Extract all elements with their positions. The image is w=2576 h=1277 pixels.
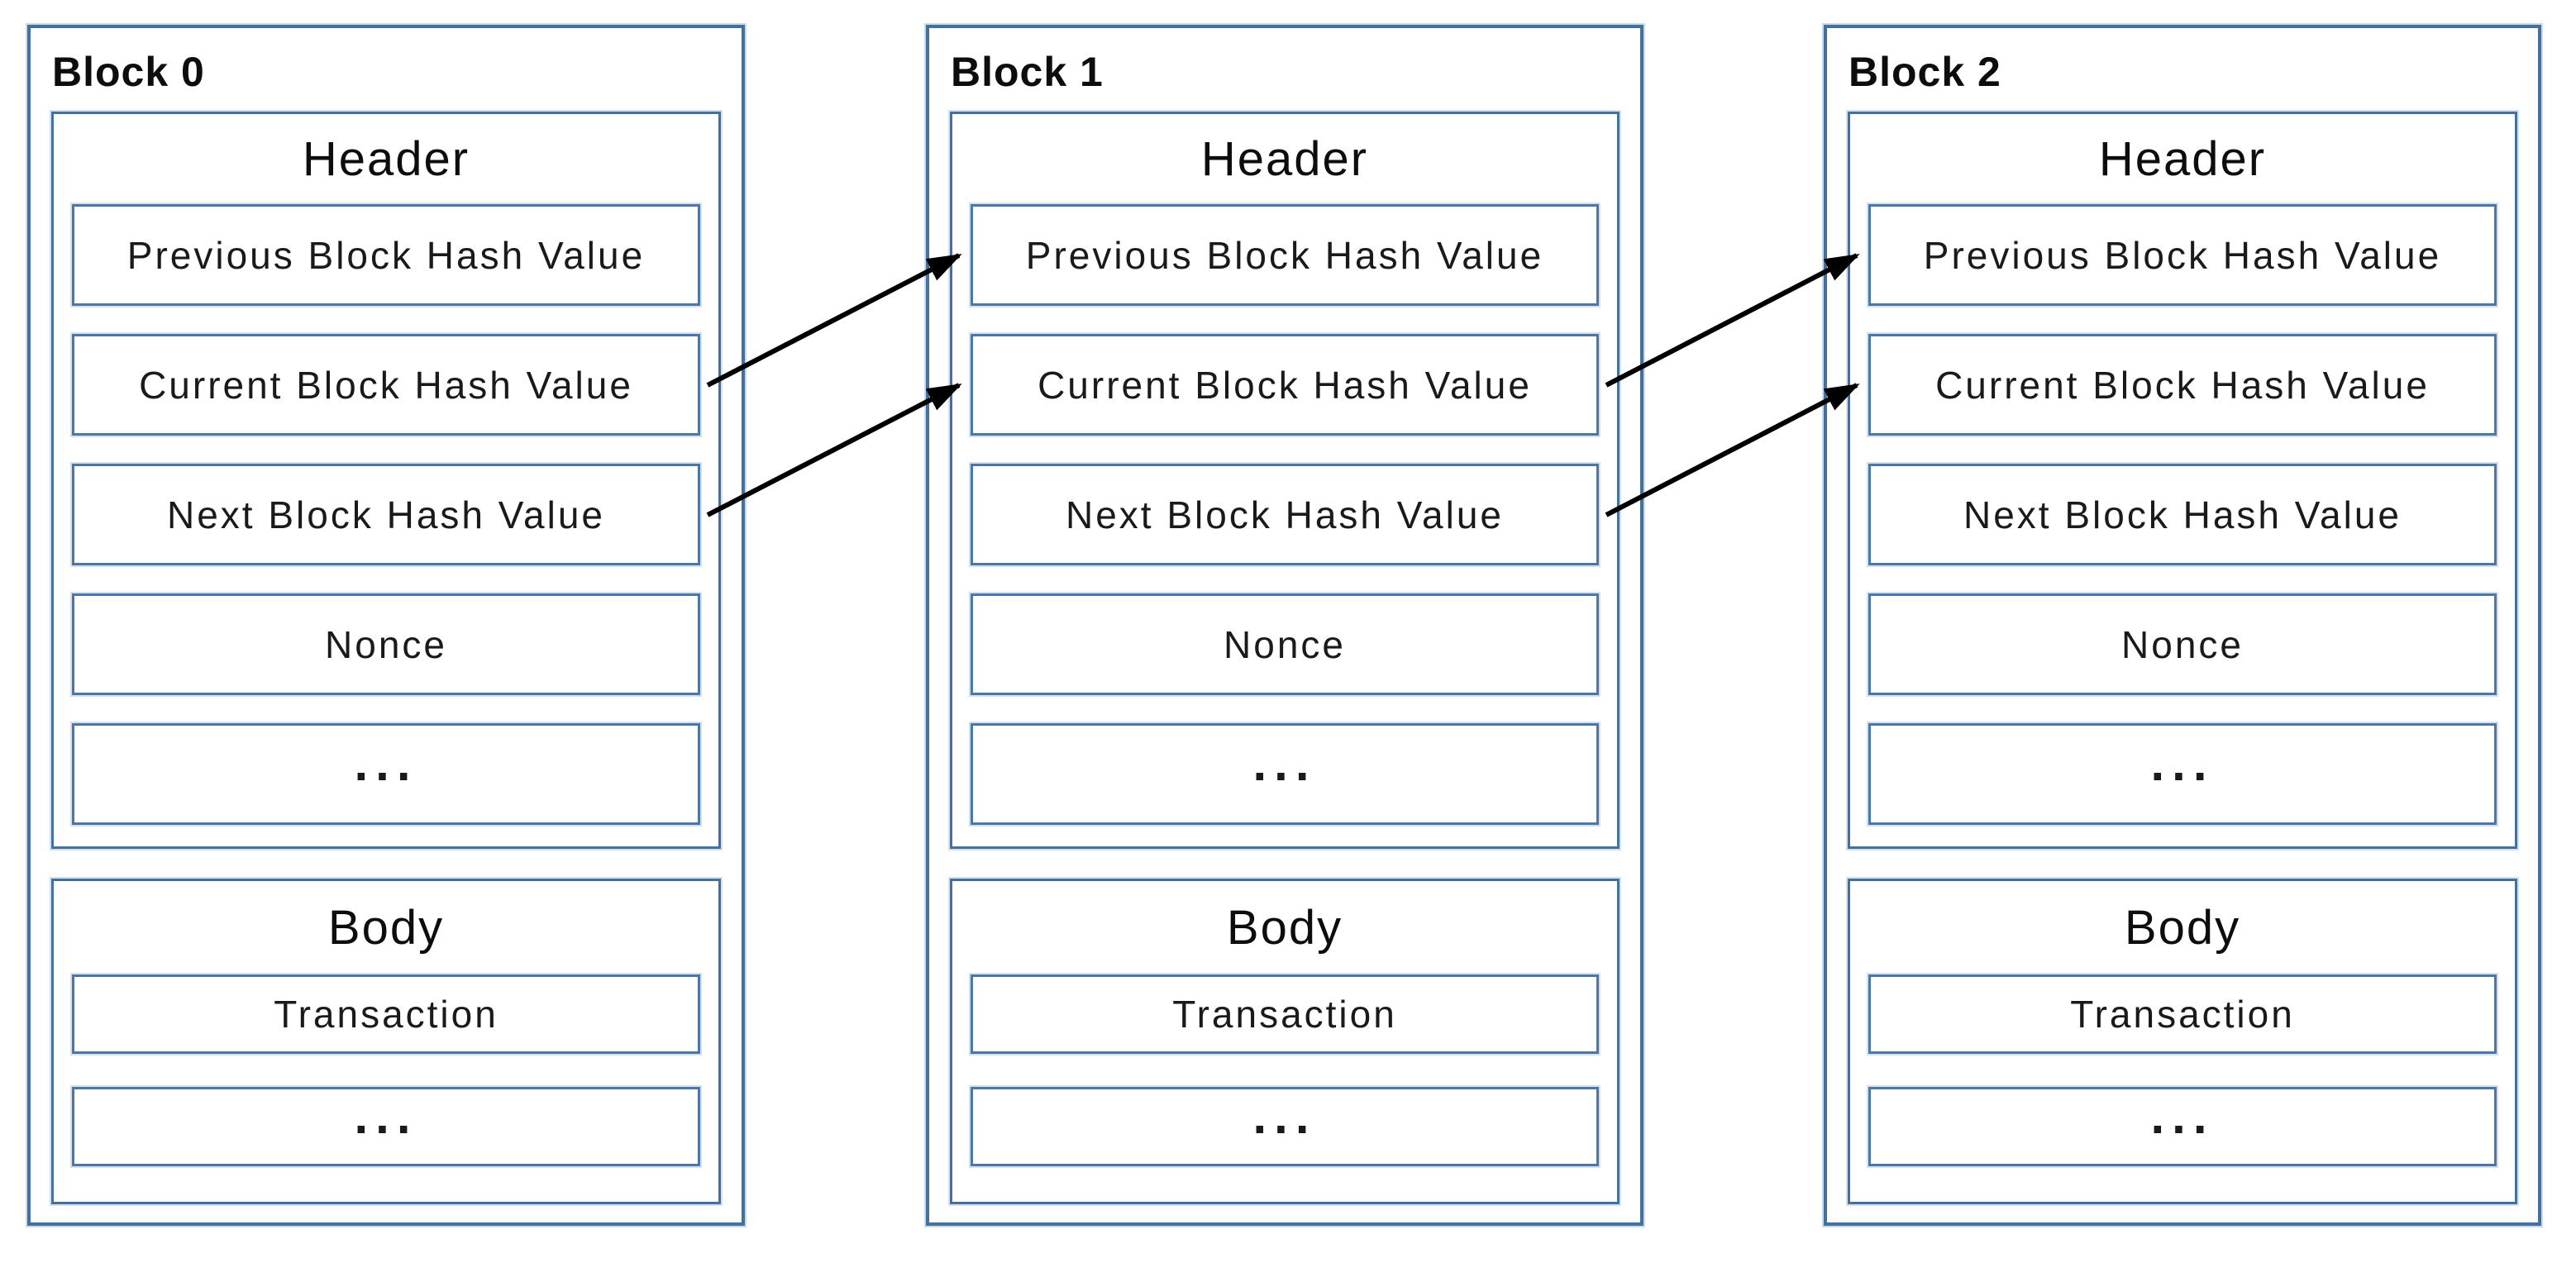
block-2-header-ellipsis-box: ... [1868,723,2497,825]
block-0-current-hash-box: Current Block Hash Value [72,334,700,436]
block-0-body-ellipsis-box: ... [72,1087,700,1166]
block-0-header-section: Header Previous Block Hash Value Current… [51,112,721,849]
block-2-transaction-box: Transaction [1868,974,2497,1054]
block-1-transaction-box: Transaction [971,974,1599,1054]
block-2-previous-hash-box: Previous Block Hash Value [1868,204,2497,306]
block-1-body-ellipsis-box: ... [971,1087,1599,1166]
block-1: Block 1 Header Previous Block Hash Value… [926,25,1643,1226]
block-0-transaction-box: Transaction [72,974,700,1054]
arrow-b1-next-to-b2-current [1605,383,1860,517]
block-0-nonce-box: Nonce [72,593,700,695]
block-2-header-section: Header Previous Block Hash Value Current… [1848,112,2517,849]
block-1-body-title: Body [1226,901,1343,955]
arrow-b0-current-to-b1-previous [706,253,962,388]
block-2-body-section: Body Transaction ... [1848,879,2517,1204]
block-1-previous-hash-box: Previous Block Hash Value [971,204,1599,306]
block-0: Block 0 Header Previous Block Hash Value… [27,25,745,1226]
block-2-next-hash-box: Next Block Hash Value [1868,464,2497,565]
block-1-header-title: Header [1200,132,1369,186]
block-2-current-hash-box: Current Block Hash Value [1868,334,2497,436]
block-2-nonce-box: Nonce [1868,593,2497,695]
block-1-title: Block 1 [951,49,1104,95]
block-0-header-ellipsis-box: ... [72,723,700,825]
block-2: Block 2 Header Previous Block Hash Value… [1824,25,2541,1226]
block-0-body-title: Body [327,901,445,955]
block-2-title: Block 2 [1849,49,2001,95]
block-0-header-title: Header [302,132,470,186]
block-0-title: Block 0 [52,49,205,95]
block-0-previous-hash-box: Previous Block Hash Value [72,204,700,306]
arrow-b0-next-to-b1-current [706,383,962,517]
block-2-header-title: Header [2098,132,2267,186]
block-0-next-hash-box: Next Block Hash Value [72,464,700,565]
block-2-body-title: Body [2124,901,2241,955]
block-1-body-section: Body Transaction ... [950,879,1620,1204]
block-2-body-ellipsis-box: ... [1868,1087,2497,1166]
block-1-header-ellipsis-box: ... [971,723,1599,825]
block-1-nonce-box: Nonce [971,593,1599,695]
arrow-b1-current-to-b2-previous [1605,253,1860,388]
block-1-current-hash-box: Current Block Hash Value [971,334,1599,436]
block-0-body-section: Body Transaction ... [51,879,721,1204]
block-1-header-section: Header Previous Block Hash Value Current… [950,112,1620,849]
block-1-next-hash-box: Next Block Hash Value [971,464,1599,565]
